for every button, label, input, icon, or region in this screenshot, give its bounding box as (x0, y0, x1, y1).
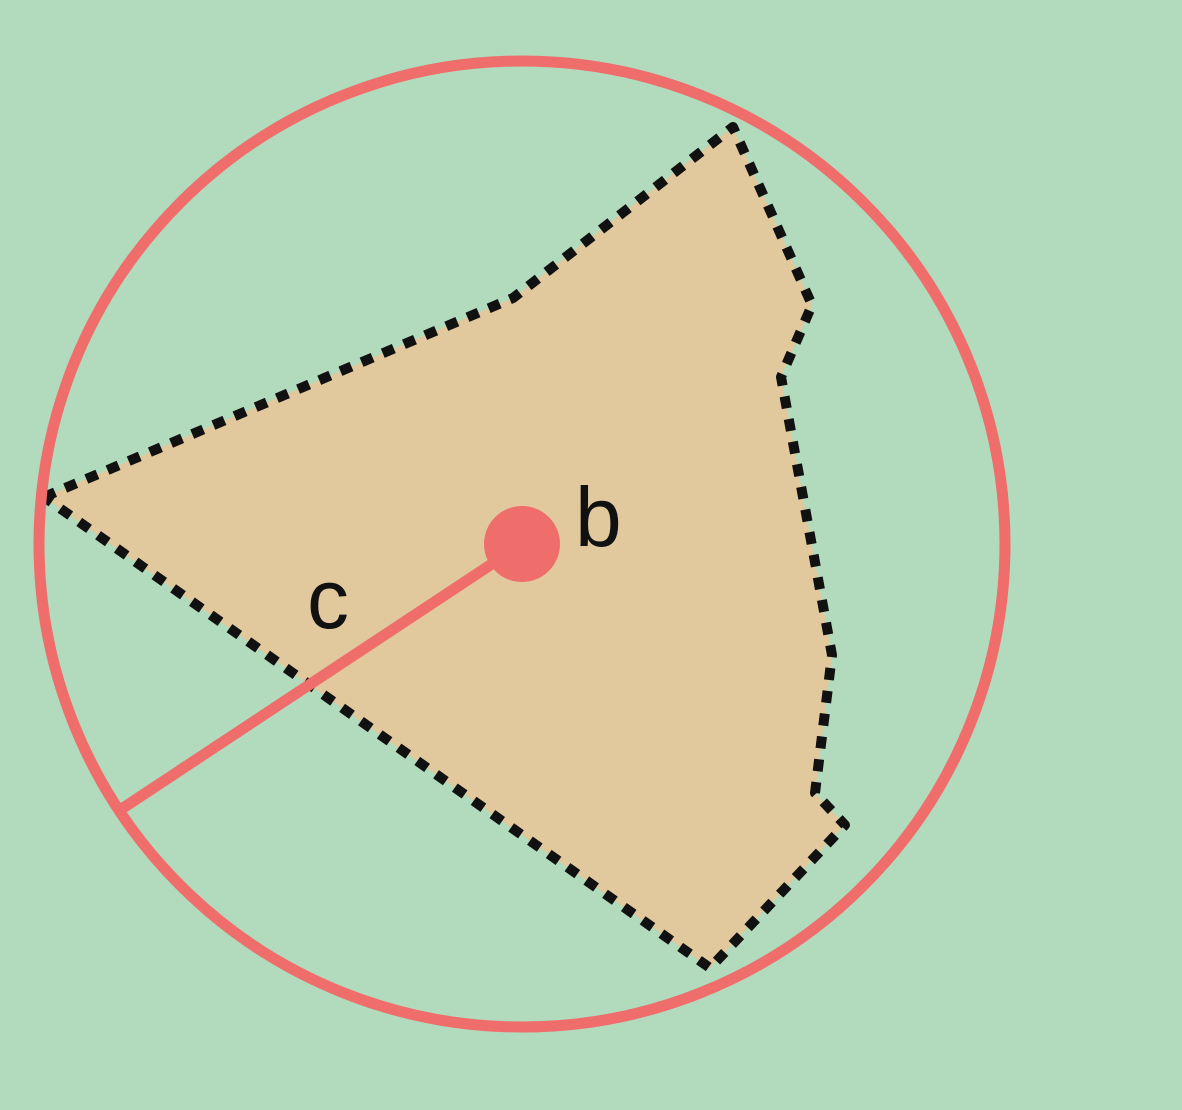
radius-label: c (307, 552, 349, 646)
circumscribing-circle (33, 55, 1011, 1033)
enclosed-polygon (39, 122, 850, 973)
center-point (484, 506, 560, 582)
radius-line (114, 538, 528, 816)
center-label: b (575, 470, 622, 564)
